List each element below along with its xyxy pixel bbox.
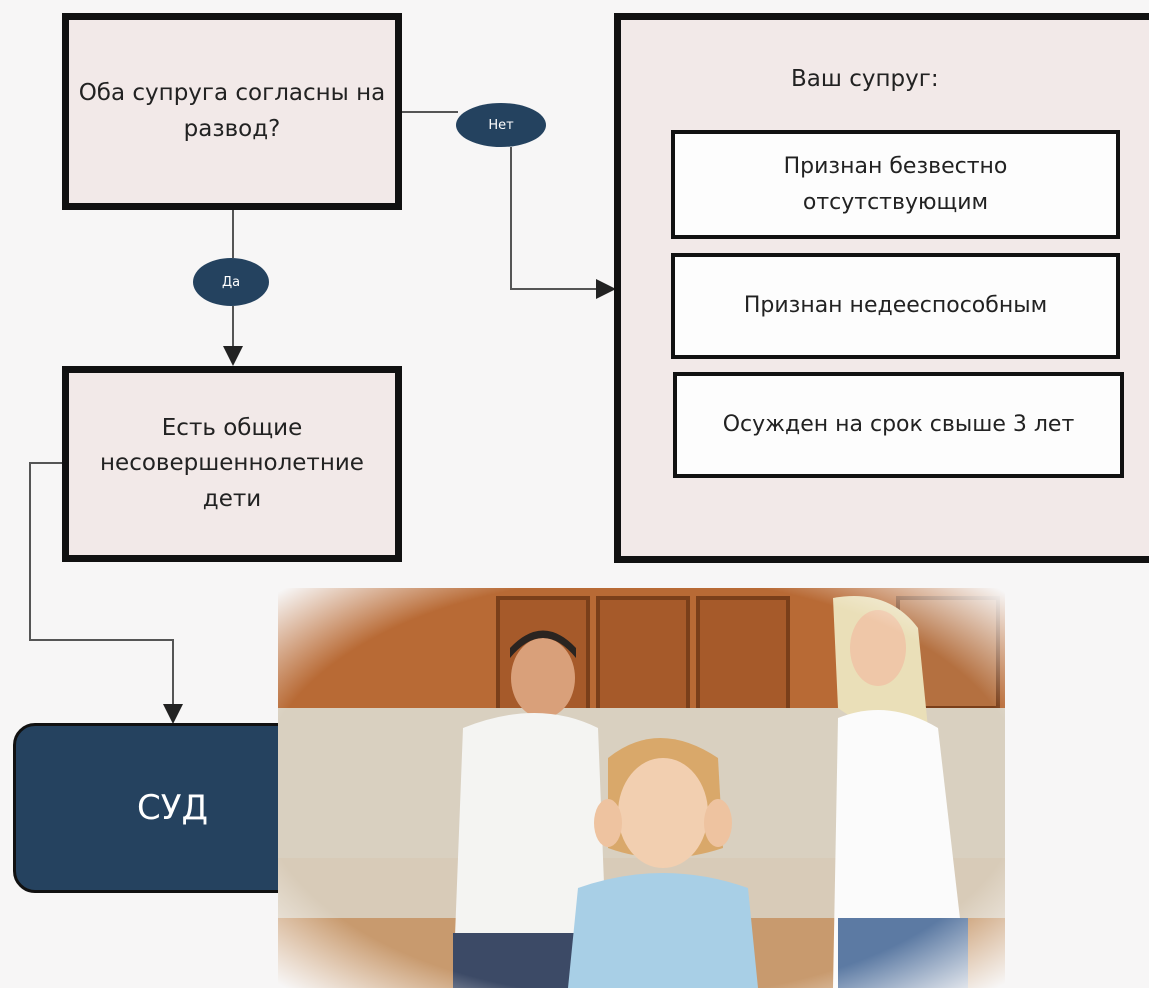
no-branch-label: Нет: [456, 103, 546, 147]
condition-missing: Признан безвестно отсутствующим: [671, 130, 1120, 239]
condition-incapacitated-text: Признан недееспособным: [743, 293, 1048, 319]
question-text: Оба супруга согласны на развод?: [78, 79, 386, 142]
yes-branch-label: Да: [193, 258, 269, 306]
kids-question-text: Есть общие несовершеннолетние дети: [100, 414, 364, 512]
minor-children-question: Есть общие несовершеннолетние дети: [62, 366, 402, 562]
spouse-conditions-panel: Ваш супруг: Признан безвестно отсутствую…: [614, 13, 1149, 563]
condition-missing-text: Признан безвестно отсутствующим: [783, 154, 1008, 215]
family-quarrel-photo: [278, 588, 1005, 988]
no-label-text: Нет: [488, 117, 514, 133]
court-label: СУД: [136, 788, 209, 828]
both-spouses-agree-question: Оба супруга согласны на развод?: [62, 13, 402, 210]
spouse-panel-title: Ваш супруг:: [791, 66, 939, 92]
connector-no-to-spouse-panel: [510, 147, 616, 299]
condition-convicted-text: Осужден на срок свыше 3 лет: [722, 412, 1075, 438]
condition-incapacitated: Признан недееспособным: [671, 253, 1120, 359]
condition-convicted: Осужден на срок свыше 3 лет: [673, 372, 1124, 478]
yes-label-text: Да: [221, 274, 241, 290]
